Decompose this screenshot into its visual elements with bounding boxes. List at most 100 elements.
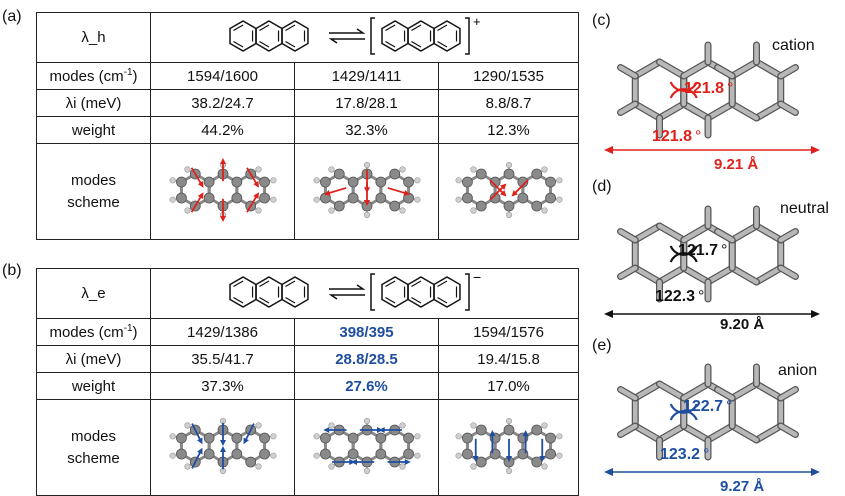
hydrogen-atom xyxy=(555,196,563,203)
bracket-right xyxy=(464,16,470,55)
hydrogen-atom xyxy=(254,165,262,173)
carbon-atom xyxy=(258,432,270,443)
tube-bond xyxy=(778,423,798,437)
mode-freq-cell: 1594/1576 xyxy=(437,318,580,346)
anthracene-anion xyxy=(380,275,461,308)
mode-freq-cell-highlight: 398/395 xyxy=(294,318,439,346)
tube-bond xyxy=(681,423,711,443)
carbon-atom xyxy=(489,192,501,203)
lambda-cell: 8.8/8.7 xyxy=(437,89,580,117)
displacement-arrow xyxy=(244,422,255,441)
arrow-head xyxy=(252,191,259,199)
double-bond xyxy=(384,296,395,304)
carbon-atom xyxy=(530,424,542,435)
vibration-mode-diagram xyxy=(312,161,421,218)
hydrogen-atom xyxy=(398,206,406,214)
tube-bond xyxy=(633,381,662,401)
displacement-arrow xyxy=(190,166,202,185)
equilibrium-arrows-icon xyxy=(328,283,365,300)
carbon-atom xyxy=(230,192,242,203)
panel-label-e: (e) xyxy=(592,337,612,354)
tube-bond xyxy=(778,101,798,115)
carbon-atom xyxy=(461,432,473,443)
tube-bond xyxy=(657,381,687,401)
carbon-atom xyxy=(503,424,514,435)
tube-bond xyxy=(633,423,662,443)
tube-bond xyxy=(705,265,735,285)
panel-label-d: (d) xyxy=(592,178,612,195)
hydrogen-atom xyxy=(363,161,370,168)
arrow-head xyxy=(404,458,411,465)
angle-label-bottom: 123.2° xyxy=(660,446,710,463)
double-bond xyxy=(284,40,295,48)
tube-bond xyxy=(778,387,798,401)
mode-scheme-cell xyxy=(150,399,295,496)
angle-arc-bottom xyxy=(669,252,698,263)
tube-bond xyxy=(657,423,687,443)
tube-bond xyxy=(657,101,687,121)
modes-row-label: modes (cm-1) xyxy=(36,318,151,346)
electron-reorganization-table: λ_e − modes (cm-1) 1429/1386 398/395 159… xyxy=(36,268,580,496)
hydrogen-atom xyxy=(505,211,512,218)
mode-freq-cell: 1290/1535 xyxy=(437,62,580,90)
carbon-atom xyxy=(374,192,386,203)
angle-arc-top xyxy=(669,81,698,92)
hole-reorganization-table: λ_h + modes (cm-1) 1594/1600 1429/1411 1… xyxy=(36,12,580,240)
lambda-row-label: λi (meV) xyxy=(36,345,151,373)
mode-scheme-cell xyxy=(294,143,439,240)
panel-label-c: (c) xyxy=(592,12,611,29)
hydrogen-atom xyxy=(312,452,320,459)
hydrogen-atom xyxy=(455,452,462,459)
double-bond xyxy=(258,296,269,304)
carbon-atom xyxy=(175,448,187,459)
displacement-arrow xyxy=(488,185,504,201)
mode-scheme-cell xyxy=(437,143,580,240)
carbon-atom xyxy=(503,200,514,211)
hydrogen-atom xyxy=(413,196,421,203)
arrow-head xyxy=(219,215,226,222)
length-label: 9.20 Å xyxy=(720,316,765,333)
carbon-atom xyxy=(319,432,331,443)
tube-bond xyxy=(657,59,687,79)
carbon-atom xyxy=(319,176,331,187)
double-bond xyxy=(436,279,447,287)
benzene-ring xyxy=(432,19,461,52)
hydrogen-atom xyxy=(312,432,320,439)
carbon-atom xyxy=(203,192,215,203)
arrow-head xyxy=(363,186,370,193)
carbon-atom xyxy=(530,168,542,179)
double-bond xyxy=(232,40,243,48)
hydrogen-atom xyxy=(469,462,477,470)
carbon-atom xyxy=(461,192,473,203)
carbon-atom xyxy=(258,448,270,459)
double-bond xyxy=(384,40,395,48)
tube-bond xyxy=(729,265,759,285)
length-arrow-head-left xyxy=(604,310,613,318)
displacement-arrow xyxy=(245,194,258,213)
hydrogen-atom xyxy=(505,161,512,168)
hydrogen-atom xyxy=(327,421,335,429)
hydrogen-atom xyxy=(254,421,262,429)
tube-bond xyxy=(618,423,638,437)
anthracene-cation xyxy=(380,19,461,52)
arrow-head xyxy=(219,445,226,452)
displacement-arrow xyxy=(513,178,529,194)
neutral-structure xyxy=(604,205,820,318)
hydrogen-atom xyxy=(168,432,176,439)
hydrogen-atom xyxy=(168,452,176,459)
arrow-head xyxy=(499,189,506,197)
carbon-atom xyxy=(544,448,556,459)
hydrogen-atom xyxy=(254,206,262,214)
hydrogen-atom xyxy=(398,421,406,429)
displacement-arrow xyxy=(387,186,406,194)
carbon-atom xyxy=(258,192,270,203)
carbon-atom xyxy=(503,168,514,179)
vibration-mode-diagram xyxy=(168,417,277,474)
tube-bond xyxy=(778,265,798,279)
hydrogen-atom xyxy=(555,432,563,439)
carbon-atom xyxy=(203,448,215,459)
arrow-head xyxy=(363,199,370,206)
hydrogen-atom xyxy=(269,196,277,203)
hydrogen-atom xyxy=(413,452,421,459)
